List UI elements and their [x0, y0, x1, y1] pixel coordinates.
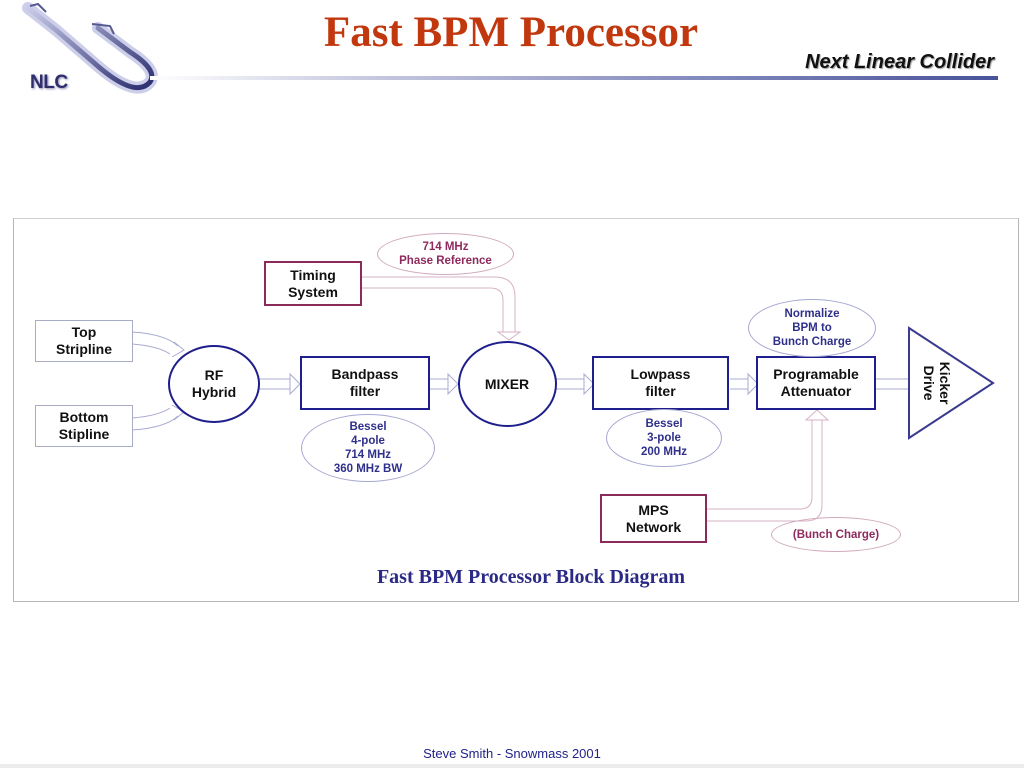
slide-title: Fast BPM Processor	[0, 8, 1024, 57]
normalize-note: Normalize BPM to Bunch Charge	[748, 299, 876, 357]
timing-system-block: Timing System	[264, 261, 362, 306]
bunch-charge-note: (Bunch Charge)	[771, 517, 901, 552]
bandpass-spec-note: Bessel 4-pole 714 MHz 360 MHz BW	[301, 414, 435, 482]
arrow-bandpass-to-mixer	[430, 372, 459, 396]
slide-subtitle: Next Linear Collider	[805, 51, 994, 73]
kicker-drive-label: Kicker Drive	[921, 361, 953, 405]
top-stripline-block: Top Stripline	[35, 320, 133, 362]
bottom-stripline-block: Bottom Stipline	[35, 405, 133, 447]
rf-hybrid-node: RF Hybrid	[168, 345, 260, 423]
kicker-drive-triangle	[908, 326, 995, 440]
logo-text: NLC	[30, 72, 68, 93]
arrow-mixer-to-lowpass	[556, 372, 595, 396]
slide-title-text: Fast BPM Processor	[323, 9, 699, 56]
arrow-mps-to-attenuator	[707, 409, 830, 522]
nlc-logo-graphic	[22, 2, 158, 94]
mixer-node	[458, 341, 557, 427]
line-attenuator-to-kicker	[876, 378, 908, 390]
phase-reference-note: 714 MHz Phase Reference	[377, 233, 514, 275]
slide-footer: Steve Smith - Snowmass 2001	[423, 746, 601, 761]
title-rule	[150, 76, 998, 80]
arrow-lowpass-to-attenuator	[730, 372, 759, 396]
arrow-top-stripline-to-rf-hybrid	[131, 331, 179, 347]
arrow-bottom-stripline-to-rf-hybrid	[131, 407, 171, 419]
nlc-logo	[18, 0, 168, 105]
mixer-label: MIXER	[484, 375, 530, 392]
bandpass-filter-block: Bandpass filter	[300, 356, 430, 410]
arrow-rf-hybrid-to-bandpass	[256, 372, 301, 396]
mps-network-block: MPS Network	[600, 494, 707, 543]
footer-rule	[0, 764, 1024, 768]
lowpass-spec-note: Bessel 3-pole 200 MHz	[606, 409, 722, 467]
programable-attenuator-block: Programable Attenuator	[756, 356, 876, 410]
lowpass-filter-block: Lowpass filter	[592, 356, 729, 410]
arrow-timing-to-mixer	[361, 276, 522, 341]
diagram-caption: Fast BPM Processor Block Diagram	[376, 566, 686, 588]
